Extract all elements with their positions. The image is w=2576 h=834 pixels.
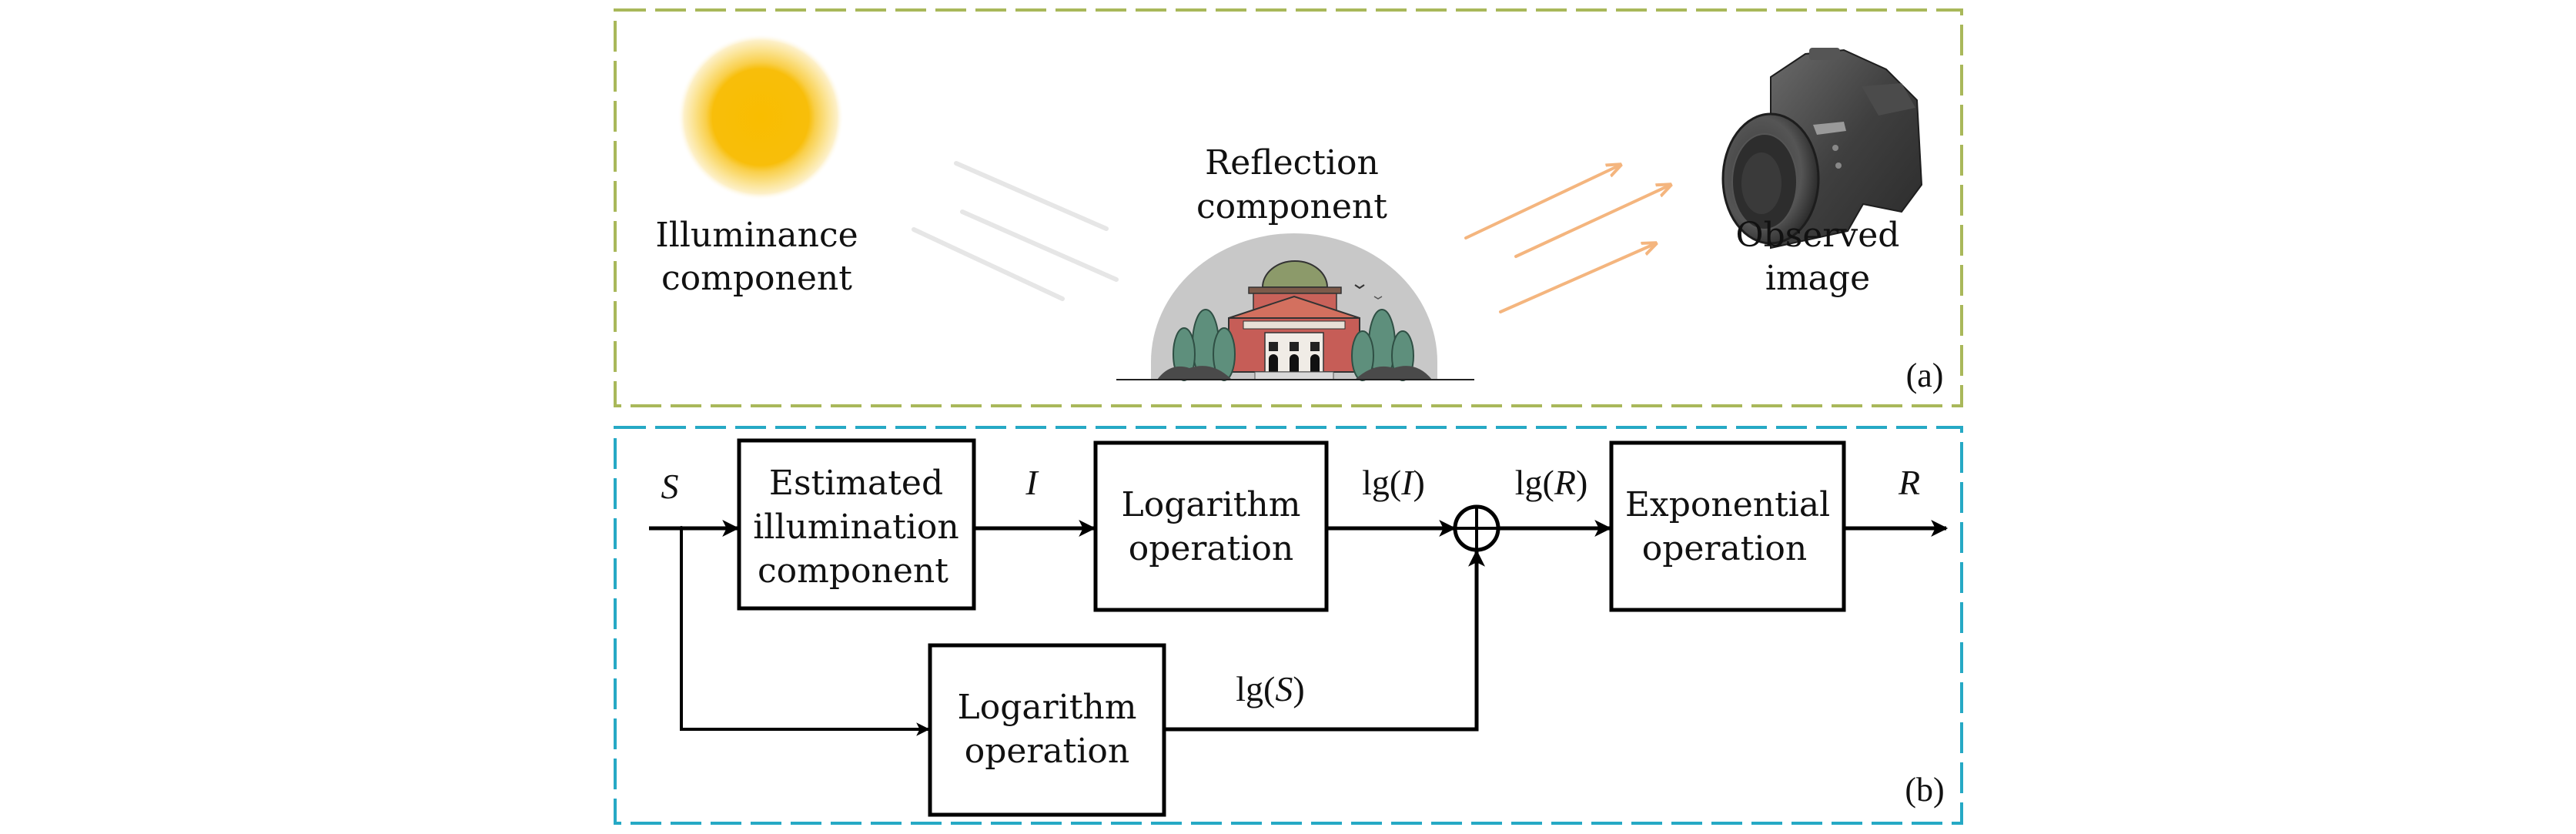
- panel-a: Illuminance component Reflection compone…: [614, 8, 1963, 407]
- sun-icon: [677, 34, 844, 200]
- block-logarithm-top: Logarithm operation: [1093, 440, 1329, 612]
- panel-b: Estimated illumination component Logarit…: [614, 426, 1963, 825]
- panel-b-tag: (b): [1905, 771, 1944, 809]
- lgS-close: ): [1293, 669, 1304, 708]
- signal-lgR-label: lg(R): [1515, 463, 1588, 502]
- signal-R-output-label: R: [1898, 463, 1920, 502]
- incident-ray: [954, 161, 1109, 231]
- incident-ray: [912, 227, 1065, 301]
- observed-label-line1: Observed: [1736, 216, 1900, 255]
- wire-branch-to-log: [680, 528, 930, 736]
- block-exp-line1: Exponential: [1625, 485, 1830, 524]
- lgS-prefix: lg(: [1236, 669, 1275, 708]
- signal-I-label: I: [1025, 463, 1039, 502]
- block-estimated-illumination: Estimated illumination component: [737, 438, 976, 611]
- building-icon: [1116, 233, 1474, 381]
- block-estimate-line2: illumination: [753, 507, 959, 547]
- reflected-ray: [1464, 165, 1621, 239]
- incident-ray: [960, 209, 1119, 282]
- lgR-var: R: [1554, 463, 1576, 502]
- panel-a-tag: (a): [1906, 357, 1944, 394]
- lgI-close: ): [1413, 463, 1425, 502]
- panel-a-border: [614, 8, 1963, 407]
- observed-label-line2: image: [1765, 259, 1870, 298]
- block-logarithm-bottom: Logarithm operation: [928, 643, 1166, 817]
- signal-S-label: S: [661, 467, 679, 506]
- wire-log-to-sum-bottom: [1164, 549, 1486, 732]
- reflection-label-line2: component: [1196, 187, 1387, 226]
- block-log-top-line2: operation: [1129, 529, 1294, 568]
- lgI-prefix: lg(: [1362, 463, 1401, 502]
- block-estimate-line3: component: [758, 551, 948, 591]
- signal-lgI-label: lg(I): [1362, 463, 1425, 502]
- reflected-ray: [1514, 185, 1671, 258]
- lgR-prefix: lg(: [1515, 463, 1554, 502]
- branch-node: [679, 526, 684, 531]
- block-exponential: Exponential operation: [1609, 440, 1846, 612]
- lgI-var: I: [1400, 463, 1415, 502]
- sum-icon: [1453, 504, 1500, 552]
- block-log-bottom-line1: Logarithm: [958, 688, 1137, 727]
- lgR-close: ): [1576, 463, 1587, 502]
- reflected-ray: [1499, 243, 1656, 313]
- block-log-bottom-line2: operation: [965, 732, 1130, 771]
- incident-rays: [912, 161, 1119, 301]
- panel-b-border: [614, 426, 1963, 825]
- signal-lgS-label: lg(S): [1236, 669, 1304, 708]
- reflected-rays: [1464, 165, 1671, 313]
- illuminance-label-line2: component: [661, 259, 852, 298]
- reflection-label-line1: Reflection: [1205, 143, 1379, 183]
- block-log-top-line1: Logarithm: [1122, 485, 1301, 524]
- block-exp-line2: operation: [1642, 529, 1808, 568]
- signal-wires: [649, 519, 1949, 736]
- illuminance-label-line1: Illuminance: [655, 216, 858, 255]
- block-estimate-line1: Estimated: [769, 464, 943, 503]
- lgS-var: S: [1275, 669, 1293, 708]
- camera-icon: [1721, 48, 1923, 250]
